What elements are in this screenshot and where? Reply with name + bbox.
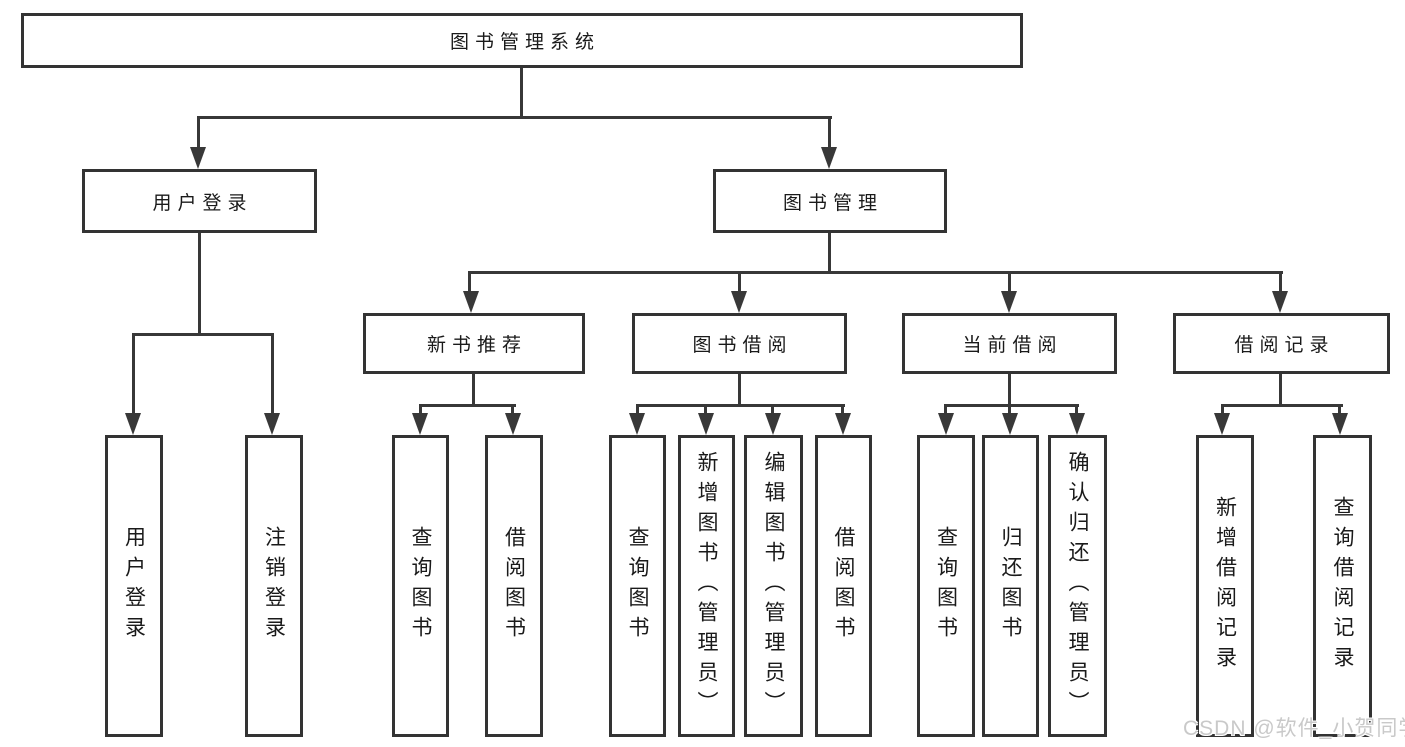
connector-line — [704, 404, 707, 415]
leaf-add-books-admin: 新增图书（管理员） — [678, 435, 735, 737]
node-label: 图书管理 — [782, 192, 883, 214]
leaf-label: 用户登录 — [122, 526, 146, 646]
connector-line — [841, 404, 844, 415]
connector-line — [771, 404, 774, 415]
connector-arrowhead — [1214, 413, 1230, 435]
connector-line — [271, 333, 274, 415]
connector-line — [828, 116, 831, 150]
leaf-borrow-books-recommend: 借阅图书 — [485, 435, 543, 737]
connector-line — [1008, 404, 1011, 415]
leaf-label: 确认归还（管理员） — [1066, 451, 1089, 721]
connector-arrowhead — [190, 147, 206, 169]
connector-line — [828, 233, 831, 274]
leaf-confirm-return-admin: 确认归还（管理员） — [1048, 435, 1107, 737]
connector-line — [1008, 271, 1011, 293]
leaf-label: 查询图书 — [409, 526, 432, 646]
node-borrowing-records: 借阅记录 — [1173, 313, 1390, 374]
node-root-book-management-system: 图书管理系统 — [21, 13, 1023, 68]
connector-line — [419, 404, 516, 407]
node-label: 新书推荐 — [426, 335, 527, 356]
connector-line — [132, 333, 274, 336]
connector-line — [636, 404, 639, 415]
connector-line — [468, 271, 1283, 274]
node-current-borrowing: 当前借阅 — [902, 313, 1117, 374]
leaf-add-borrow-record: 新增借阅记录 — [1196, 435, 1254, 737]
connector-arrowhead — [264, 413, 280, 435]
leaf-label: 编辑图书（管理员） — [762, 451, 785, 721]
leaf-label: 查询图书 — [934, 526, 958, 646]
connector-line — [738, 271, 741, 293]
connector-line — [198, 233, 201, 335]
connector-line — [1008, 374, 1011, 407]
leaf-label: 查询借阅记录 — [1331, 496, 1354, 676]
leaf-borrow-books: 借阅图书 — [815, 435, 872, 737]
connector-arrowhead — [1332, 413, 1348, 435]
connector-line — [944, 404, 1079, 407]
node-user-login: 用户登录 — [82, 169, 317, 233]
leaf-user-login: 用户登录 — [105, 435, 163, 737]
connector-arrowhead — [629, 413, 645, 435]
leaf-label: 借阅图书 — [832, 526, 855, 646]
leaf-label: 新增图书（管理员） — [695, 451, 718, 721]
leaf-label: 查询图书 — [626, 526, 649, 646]
connector-arrowhead — [821, 147, 837, 169]
connector-line — [636, 404, 845, 407]
connector-arrowhead — [125, 413, 141, 435]
connector-arrowhead — [1272, 291, 1288, 313]
connector-arrowhead — [505, 413, 521, 435]
node-new-book-recommend: 新书推荐 — [363, 313, 585, 374]
leaf-label: 新增借阅记录 — [1213, 496, 1237, 676]
leaf-query-books-recommend: 查询图书 — [392, 435, 449, 737]
connector-arrowhead — [412, 413, 428, 435]
connector-line — [511, 404, 514, 415]
node-label: 图书借阅 — [692, 335, 793, 356]
connector-arrowhead — [765, 413, 781, 435]
connector-line — [1221, 404, 1343, 407]
leaf-query-borrow-record: 查询借阅记录 — [1313, 435, 1372, 737]
connector-line — [419, 404, 422, 415]
csdn-watermark: CSDN @软件_小贺同学 — [1183, 717, 1405, 740]
connector-arrowhead — [698, 413, 714, 435]
node-label: 借阅记录 — [1234, 335, 1335, 356]
leaf-return-books: 归还图书 — [982, 435, 1039, 737]
connector-arrowhead — [731, 291, 747, 313]
connector-arrowhead — [1001, 291, 1017, 313]
connector-line — [1075, 404, 1078, 415]
connector-arrowhead — [463, 291, 479, 313]
node-book-borrowing: 图书借阅 — [632, 313, 847, 374]
leaf-label: 借阅图书 — [502, 526, 526, 646]
connector-arrowhead — [835, 413, 851, 435]
connector-arrowhead — [1002, 413, 1018, 435]
leaf-query-books-borrowing: 查询图书 — [609, 435, 666, 737]
connector-arrowhead — [1069, 413, 1085, 435]
leaf-label: 归还图书 — [999, 526, 1022, 646]
connector-line — [468, 271, 471, 293]
connector-line — [1338, 404, 1341, 415]
connector-line — [1279, 374, 1282, 407]
connector-line — [520, 68, 523, 118]
node-book-management: 图书管理 — [713, 169, 947, 233]
connector-line — [197, 116, 200, 150]
node-label: 用户登录 — [152, 192, 253, 214]
connector-line — [1279, 271, 1282, 293]
connector-arrowhead — [938, 413, 954, 435]
connector-line — [197, 116, 832, 119]
leaf-logout: 注销登录 — [245, 435, 303, 737]
leaf-query-books-current: 查询图书 — [917, 435, 975, 737]
connector-line — [132, 333, 135, 415]
leaf-label: 注销登录 — [262, 526, 286, 646]
connector-line — [944, 404, 947, 415]
connector-line — [738, 374, 741, 407]
connector-line — [472, 374, 475, 407]
node-label: 图书管理系统 — [449, 32, 600, 53]
connector-line — [1221, 404, 1224, 415]
leaf-edit-books-admin: 编辑图书（管理员） — [744, 435, 803, 737]
node-label: 当前借阅 — [962, 335, 1063, 356]
